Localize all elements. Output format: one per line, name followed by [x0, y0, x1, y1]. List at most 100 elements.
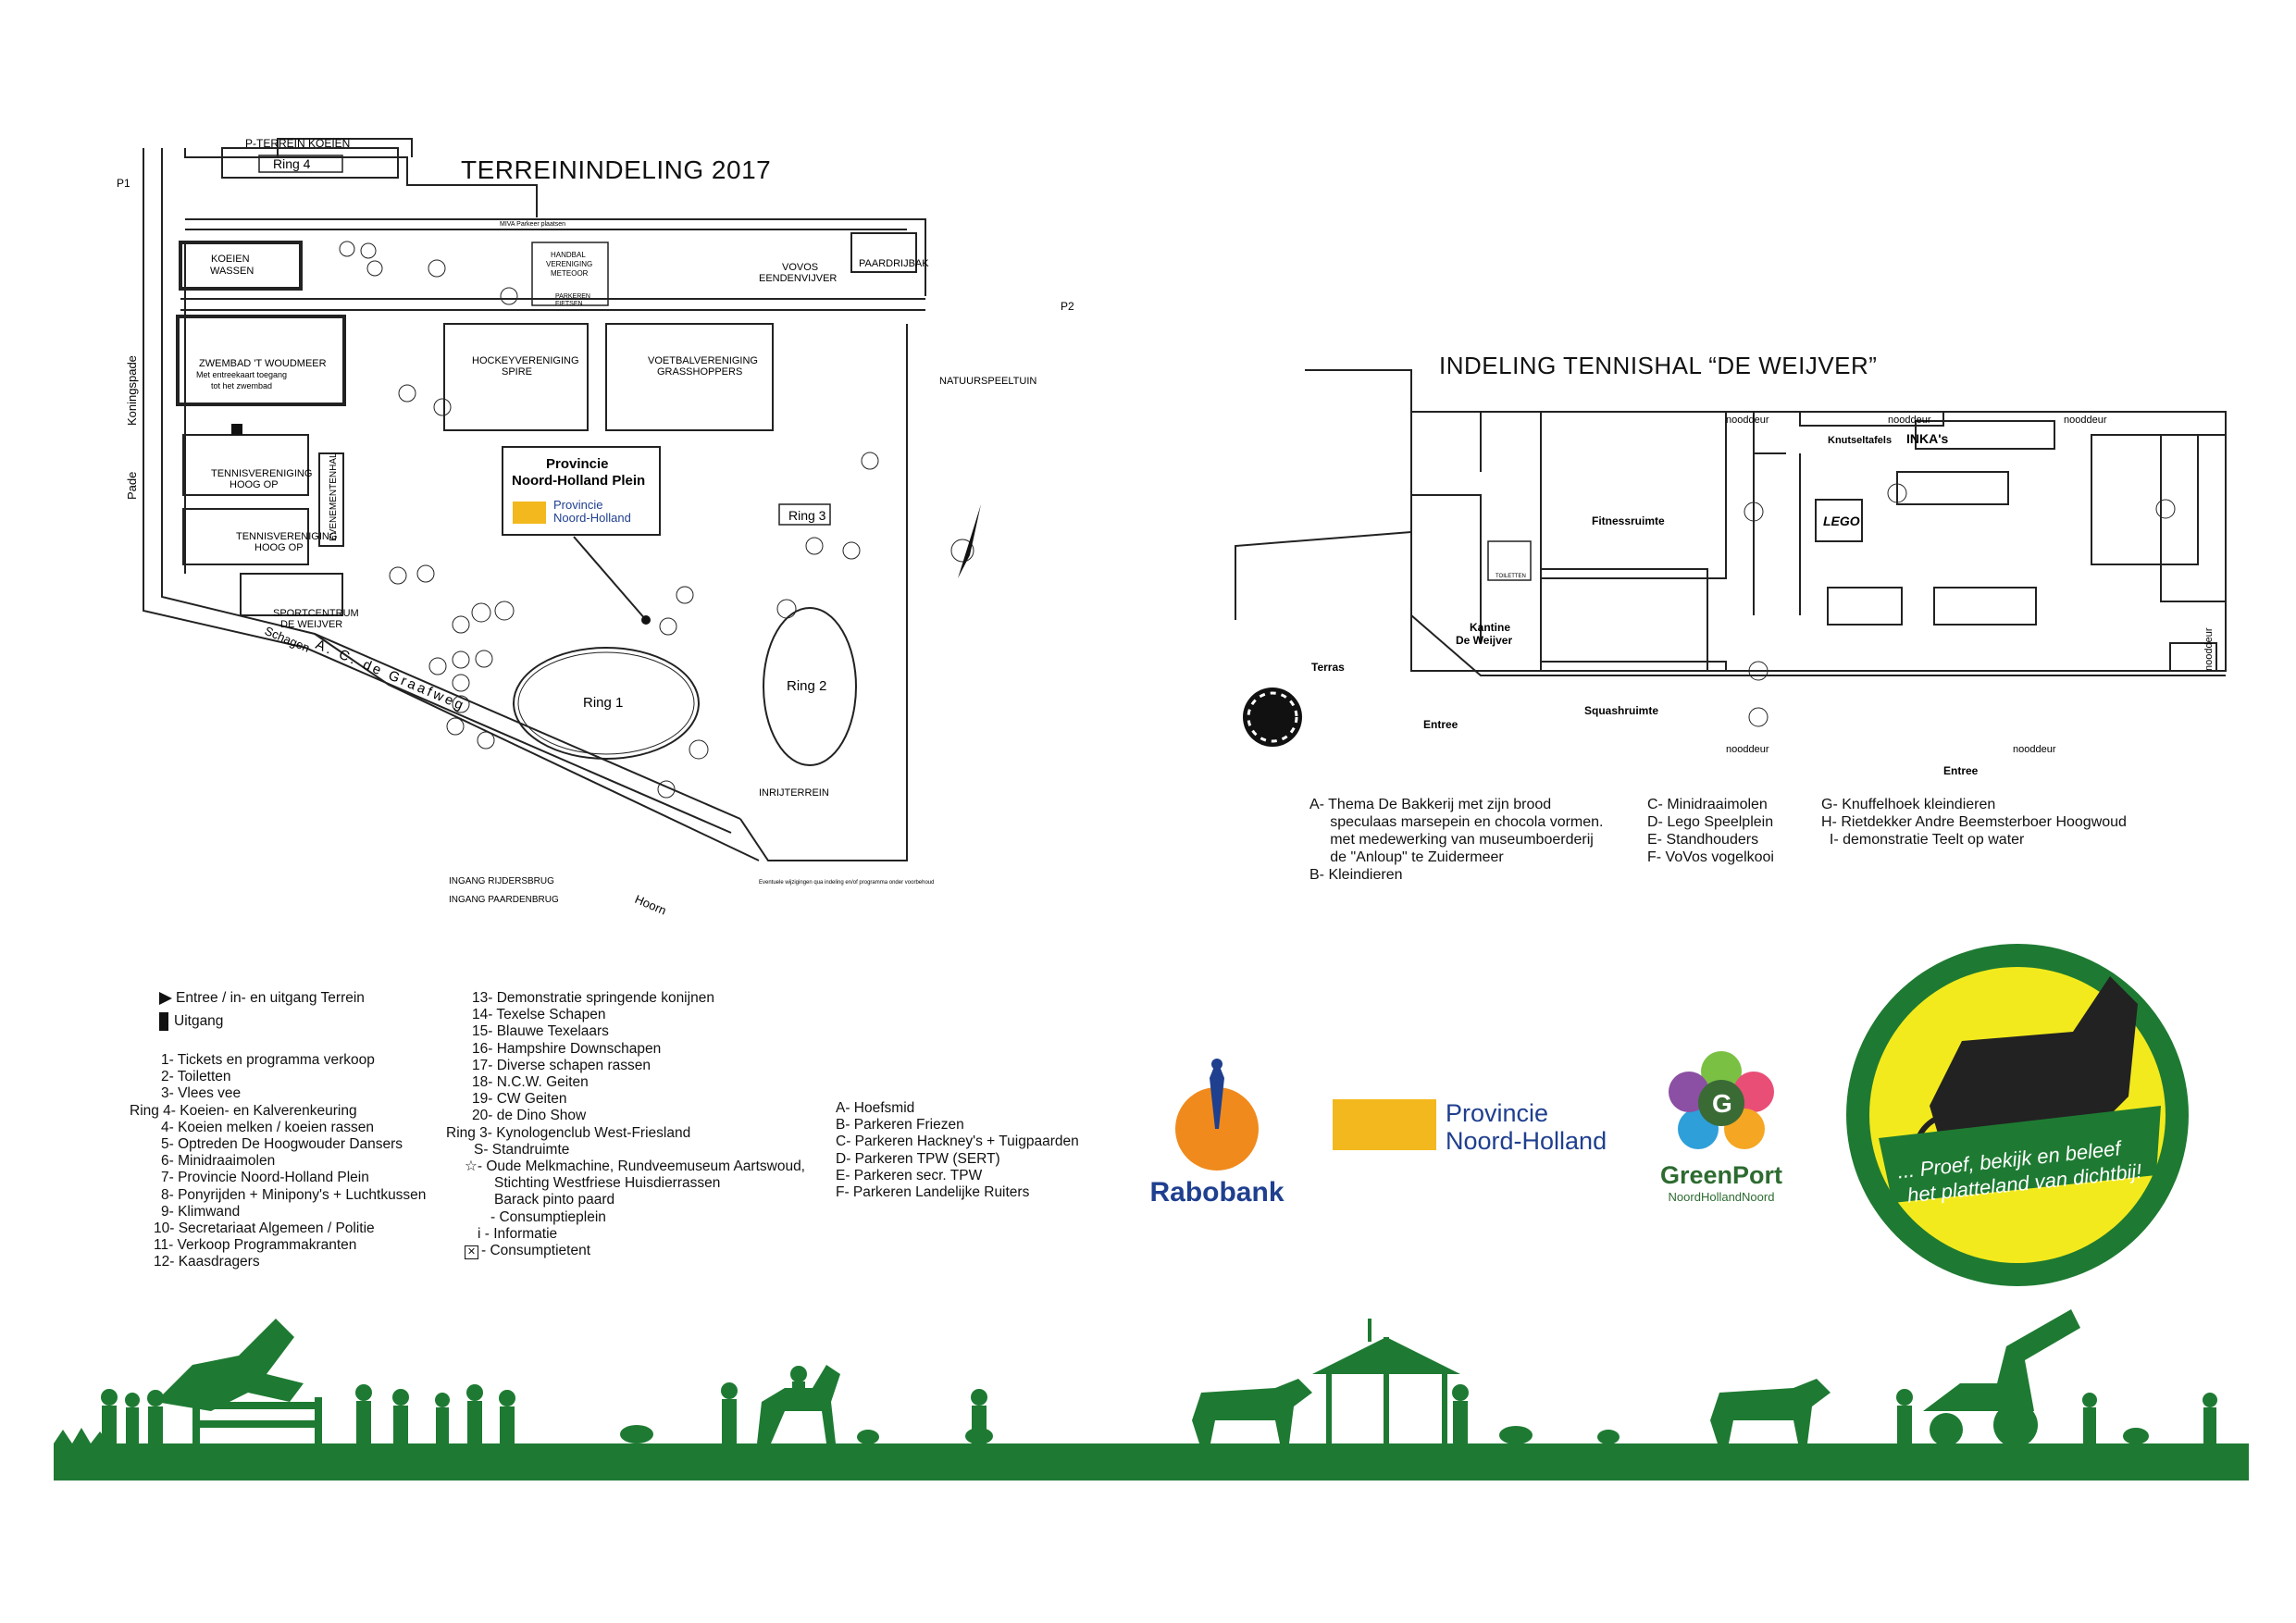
nooddeur-label-3: nooddeur [2064, 415, 2107, 426]
legend-item-15: 15- Blauwe Texelaars [472, 1023, 609, 1040]
legend-item-18: 18- N.C.W. Geiten [472, 1074, 589, 1091]
evenementenhal-label: EVENEMENTENHAL [329, 452, 339, 541]
legend-item-star-2: Stichting Westfriese Huisdierrassen [494, 1175, 721, 1192]
legend-item-20: 20- de Dino Show [472, 1108, 587, 1124]
legend-item-tent: ✕- Consumptietent [446, 1243, 805, 1260]
tractor-silhouette [1923, 1309, 2080, 1411]
terrain-legend-markers: Entree / in- en uitgang Terrein Uitgang [159, 990, 365, 1032]
ring4-label: Ring 4 [273, 156, 311, 171]
kantine-label: Kantine [1470, 621, 1510, 634]
tennis-label-1b: HOOG OP [230, 479, 279, 490]
legend-item-star-3: Barack pinto paard [494, 1192, 615, 1208]
legend-letter-e: E- Parkeren secr. TPW [836, 1167, 983, 1183]
ring2-label: Ring 2 [787, 678, 826, 694]
legend-item-s: S- Standruimte [474, 1141, 570, 1158]
pade-label: Pade [125, 472, 139, 500]
tennishal-floorplan: Fitnessruimte Squashruimte Kantine De We… [1235, 369, 2227, 777]
knutsel-label: Knutseltafels [1828, 435, 1892, 446]
legend-letter-c: C- Parkeren Hackney's + Tuigpaarden [836, 1134, 1079, 1150]
legend-item-ring3: Ring 3- Kynologenclub West-Friesland [446, 1124, 691, 1141]
tennishal-legend-1: A- Thema De Bakkerij met zijn brood spec… [1309, 796, 1604, 884]
zwembad-label: ZWEMBAD 'T WOUDMEER [199, 358, 327, 369]
plein-title: Provincie [546, 456, 609, 472]
provincie-logo: Provincie Noord-Holland [1333, 1092, 1629, 1166]
kantine-label-2: De Weijver [1456, 634, 1512, 647]
legend-item-6: 6- Minidraaimolen [161, 1153, 276, 1170]
miva-label: MIVA Parkeer plaatsen [500, 221, 565, 228]
svg-text:G: G [1712, 1089, 1732, 1118]
tlegend-c: C- Minidraaimolen [1647, 797, 1768, 812]
zwembad-note: Met entreekaart toegang [196, 370, 287, 379]
grass-strip [54, 1443, 2249, 1481]
legend-item-4: 4- Koeien melken / koeien rassen [161, 1119, 375, 1135]
slogan-badge: ... Proef, bekijk en beleef het plattela… [1842, 939, 2193, 1291]
tlegend-a-2: speculaas marsepein en chocola vormen. [1309, 814, 1604, 830]
rabobank-emblem [1175, 1059, 1259, 1171]
tennishal-title: INDELING TENNISHAL “DE WEIJVER” [1439, 352, 1878, 379]
voetbal-label: VOETBALVERENIGING [648, 355, 758, 366]
toiletten-label: TOILETTEN [1496, 574, 1526, 579]
nooddeur-label-2: nooddeur [1888, 415, 1931, 426]
horse-rider-silhouette [757, 1365, 840, 1443]
toiletten-box [1487, 540, 1532, 581]
fitness-label: Fitnessruimte [1592, 514, 1665, 527]
nooddeur-label-4: nooddeur [1726, 744, 1769, 755]
p1-label: P1 [117, 177, 130, 190]
legend-item-ring4: Ring 4- Koeien- en Kalverenkeuring [130, 1102, 357, 1119]
cow-silhouette [1192, 1379, 1312, 1443]
tennis-label-2: TENNISVERENIGING [236, 531, 337, 542]
lego-box [1815, 499, 1863, 542]
slogan-emblem: ... Proef, bekijk en beleef het plattela… [1846, 944, 2189, 1286]
terrain-legend-letters: A- Hoefsmid B- Parkeren Friezen C- Parke… [836, 1100, 1079, 1201]
legend-entree-text: Entree / in- en uitgang Terrein [176, 990, 365, 1006]
provincie-text-1: Provincie [1446, 1099, 1549, 1127]
tlegend-d: D- Lego Speelplein [1647, 814, 1774, 830]
tlegend-i: I- demonstratie Teelt op water [1821, 832, 2025, 848]
rabobank-logo: Rabobank [1143, 1041, 1291, 1217]
legend-item-13: 13- Demonstratie springende konijnen [472, 990, 714, 1006]
legend-item-star: ☆- Oude Melkmachine, Rundveemuseum Aarts… [446, 1158, 805, 1175]
tlegend-f: F- VoVos vogelkooi [1647, 849, 1774, 865]
inrijterrein-label: INRIJTERREIN [759, 787, 829, 799]
parkeren-fietsen-label-2: FIETSEN [555, 301, 583, 307]
graafweg-label: A. C. de Graafweg [313, 637, 467, 714]
paardrijbak-label: PAARDRIJBAK [859, 258, 929, 269]
vovos-label: VOVOS [782, 262, 818, 273]
greenport-flower: G [1669, 1051, 1774, 1149]
ingang-paardenbrug-label: INGANG PAARDENBRUG [449, 895, 559, 905]
plein-logo-text: Provincie [553, 498, 602, 512]
terras-label: Terras [1311, 661, 1345, 674]
parkeren-fietsen-label: PARKEREN [555, 293, 590, 300]
koeien-wassen-label: KOEIEN [211, 254, 250, 265]
tennis-label-1: TENNISVERENIGING [211, 468, 312, 479]
legend-item-9: 9- Klimwand [161, 1203, 241, 1220]
hockey-label-2: SPIRE [502, 366, 532, 378]
small-animal-silhouettes [620, 1425, 2149, 1444]
tlegend-b: B- Kleindieren [1309, 867, 1403, 883]
people-silhouettes [101, 1382, 2217, 1443]
tlegend-a-4: de "Anloup" te Zuidermeer [1309, 849, 1504, 865]
legend-item-tent-text: - Consumptietent [481, 1243, 591, 1259]
voetbal-label-2: GRASSHOPPERS [657, 366, 742, 378]
greenport-logo: G GreenPort NoordHollandNoord [1643, 1046, 1800, 1217]
legend-item-consumptieplein: - Consumptieplein [490, 1208, 606, 1225]
terrain-map: P-TERREIN KOEIEN Ring 4 KOEIEN WASSEN ZW… [117, 137, 1074, 918]
legend-letter-b: B- Parkeren Friezen [836, 1117, 964, 1134]
handbal-label-2: VERENIGING [546, 260, 592, 268]
tent-icon: ✕ [465, 1245, 478, 1260]
sportcentrum-label: SPORTCENTRUM [273, 608, 359, 619]
nooddeur-label-5: nooddeur [2013, 744, 2056, 755]
tennishal-legend-2: C- Minidraaimolen D- Lego Speelplein E- … [1647, 796, 1774, 866]
vovos-label-2: EENDENVIJVER [759, 273, 837, 284]
rabobank-text: Rabobank [1149, 1177, 1285, 1208]
plein-title-2: Noord-Holland Plein [512, 473, 645, 489]
legend-item-5: 5- Optreden De Hoogwouder Dansers [161, 1136, 403, 1153]
legend-item-2: 2- Toiletten [161, 1069, 231, 1085]
legend-item-10: 10- Secretariaat Algemeen / Politie [154, 1220, 375, 1237]
legend-item-1: 1- Tickets en programma verkoop [161, 1052, 375, 1068]
plein-logo-text-2: Noord-Holland [553, 511, 631, 525]
legend-uitgang-text: Uitgang [174, 1013, 224, 1030]
lego-label: LEGO [1823, 514, 1860, 528]
handbal-label-3: METEOOR [551, 269, 589, 278]
p2-label: P2 [1061, 300, 1074, 313]
